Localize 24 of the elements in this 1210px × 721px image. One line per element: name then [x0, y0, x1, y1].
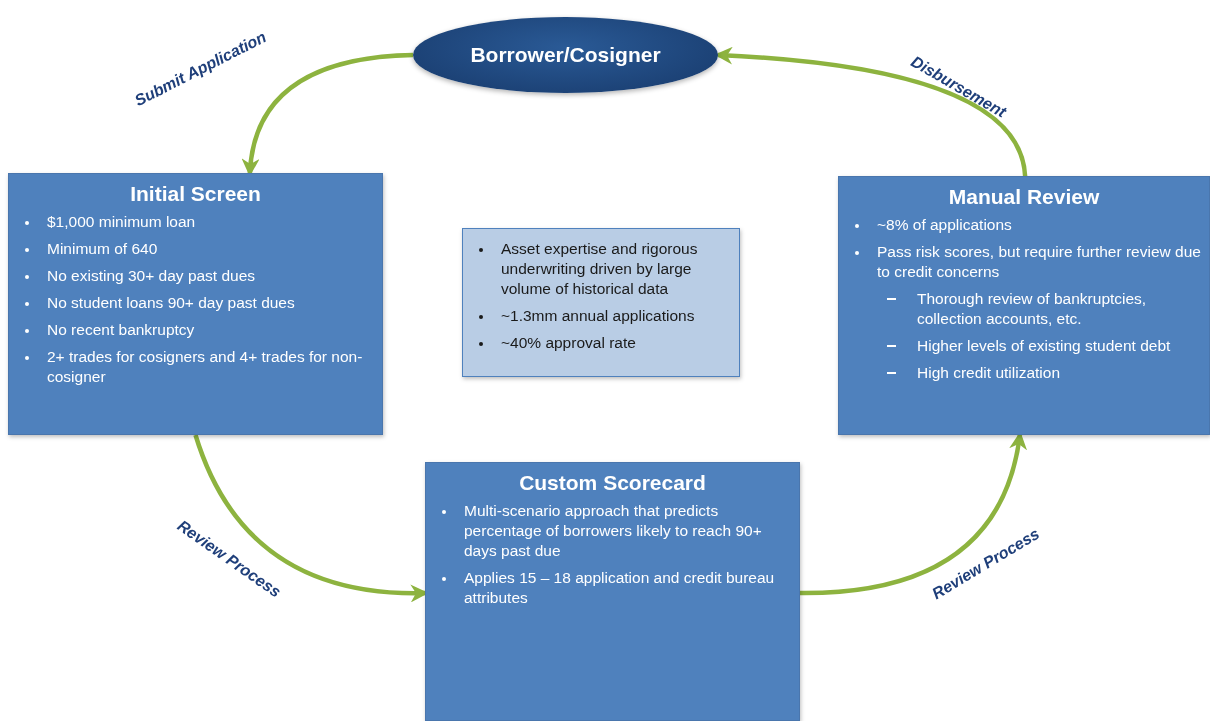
bullet-text: Pass risk scores, but require further review due to credit concerns [847, 242, 1201, 282]
box-heading: Initial Screen [129, 182, 262, 206]
sub-bullet-text: Higher levels of existing student debt [847, 336, 1201, 356]
bullet-text: Multi-scenario approach that predicts percentage of borrowers likely to reach 90+ days past due [434, 501, 791, 561]
process-box [462, 228, 740, 377]
node-text: Borrower/Cosigner [470, 43, 661, 67]
bullet-text: Minimum of 640 [17, 239, 374, 259]
bullet-text: Applies 15 – 18 application and credit bureau attributes [434, 568, 791, 608]
box-heading: Manual Review [947, 185, 1101, 209]
bullet-text: No student loans 90+ day past dues [17, 293, 374, 313]
sub-bullet-text: High credit utilization [847, 363, 1201, 383]
bullet-text: No recent bankruptcy [17, 320, 374, 340]
bullet-text: ~1.3mm annual applications [471, 306, 731, 326]
process-box [838, 176, 1210, 435]
bullet-text: ~40% approval rate [471, 333, 731, 353]
process-box [425, 462, 800, 721]
bullet-text: No existing 30+ day past dues [17, 266, 374, 286]
sub-bullet-text: Thorough review of bankruptcies, collection accounts, etc. [847, 289, 1201, 329]
bullet-text: ~8% of applications [847, 215, 1201, 235]
box-heading: Custom Scorecard [518, 471, 707, 495]
bullet-text: Asset expertise and rigorous underwriting driven by large volume of historical data [471, 239, 731, 299]
bullet-text: $1,000 minimum loan [17, 212, 374, 232]
bullet-text: 2+ trades for cosigners and 4+ trades for non-cosigner [17, 347, 374, 387]
process-box [8, 173, 383, 435]
